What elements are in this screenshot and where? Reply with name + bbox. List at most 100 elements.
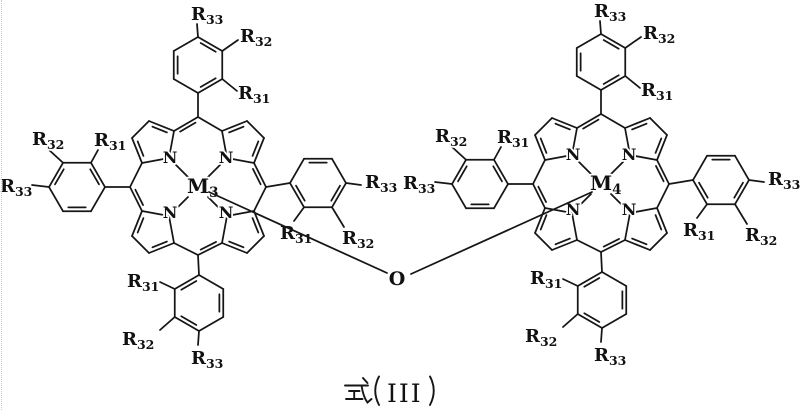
bond-line bbox=[173, 116, 199, 132]
bond-line bbox=[734, 179, 750, 206]
bond-line bbox=[129, 186, 143, 212]
bond-line bbox=[168, 215, 175, 244]
bond-line bbox=[692, 179, 708, 206]
bond-line bbox=[207, 196, 221, 210]
bond-line bbox=[544, 207, 573, 214]
bond-line bbox=[197, 116, 223, 132]
bond-line bbox=[668, 179, 694, 185]
bond-line bbox=[551, 117, 578, 129]
bond-line bbox=[131, 210, 143, 237]
bond-line bbox=[554, 122, 571, 131]
bond-line bbox=[656, 183, 670, 209]
bond-line bbox=[226, 210, 255, 217]
bond-line bbox=[179, 121, 197, 133]
bond-line bbox=[136, 217, 145, 234]
bond-line bbox=[624, 75, 641, 89]
bond-line bbox=[582, 118, 600, 130]
substituent-label-r31: R31 bbox=[530, 268, 562, 291]
bond-line bbox=[253, 186, 267, 212]
bond-line bbox=[534, 207, 546, 234]
bond-line bbox=[624, 36, 642, 49]
bond-line bbox=[90, 149, 99, 164]
bond-m3-oxygen bbox=[208, 191, 388, 274]
bond-line bbox=[601, 313, 628, 329]
bond-line bbox=[265, 182, 291, 188]
bond-line bbox=[175, 164, 189, 178]
substituent-label-r31: R31 bbox=[94, 130, 126, 153]
bond-line bbox=[253, 162, 267, 188]
bond-line bbox=[534, 134, 546, 161]
bond-line bbox=[734, 203, 748, 225]
formula-caption: III bbox=[344, 375, 435, 410]
bond-line bbox=[576, 239, 602, 253]
substituent-label-r31: R31 bbox=[497, 127, 529, 150]
bond-line bbox=[129, 162, 143, 188]
bond-line bbox=[534, 117, 553, 136]
bond-line bbox=[253, 210, 265, 237]
bond-line bbox=[631, 237, 648, 246]
bond-line bbox=[602, 74, 620, 85]
bond-line bbox=[656, 134, 668, 161]
substituent-label-r33: R33 bbox=[0, 176, 32, 199]
bond-line bbox=[345, 182, 362, 186]
bond-line bbox=[221, 39, 239, 52]
bond-line bbox=[544, 154, 573, 161]
bond-line bbox=[434, 181, 453, 185]
caption-close-paren-glyph bbox=[429, 375, 435, 406]
bond-line bbox=[173, 242, 199, 256]
substituent-label-r32: R32 bbox=[32, 129, 64, 152]
bond-line bbox=[207, 164, 221, 178]
bond-line bbox=[197, 254, 200, 276]
bond-line bbox=[532, 159, 546, 185]
bond-line bbox=[54, 168, 65, 186]
bond-line bbox=[168, 130, 175, 159]
nitrogen-label: N bbox=[566, 145, 581, 164]
bond-line bbox=[654, 137, 663, 154]
bond-line bbox=[539, 214, 548, 231]
bond-line bbox=[197, 36, 224, 52]
bond-line bbox=[90, 161, 106, 188]
bond-line bbox=[131, 137, 143, 164]
bond-line bbox=[151, 125, 168, 134]
bond-line bbox=[199, 42, 217, 53]
bond-line bbox=[578, 193, 592, 207]
bond-line bbox=[692, 154, 708, 181]
bond-line bbox=[600, 239, 626, 253]
bond-line bbox=[136, 140, 145, 157]
bond-line bbox=[562, 313, 579, 328]
bond-line bbox=[748, 179, 765, 183]
bond-line bbox=[534, 232, 553, 251]
bond-line bbox=[228, 125, 245, 134]
bond-line bbox=[451, 183, 467, 210]
substituent-label-r32: R32 bbox=[240, 26, 272, 49]
bond-line bbox=[602, 39, 620, 50]
bond-line bbox=[600, 75, 627, 91]
caption-numeral: III bbox=[387, 379, 423, 408]
bond-line bbox=[450, 145, 467, 161]
metal-label-m4: M4 bbox=[590, 171, 622, 198]
bond-line bbox=[331, 157, 347, 184]
bond-line bbox=[576, 113, 602, 129]
bond-line bbox=[583, 277, 601, 288]
bond-line bbox=[330, 184, 341, 202]
bond-line bbox=[600, 33, 627, 49]
bond-line bbox=[629, 154, 658, 161]
nitrogen-label: N bbox=[163, 203, 178, 222]
bond-line bbox=[551, 239, 578, 251]
metal-label-m3: M3 bbox=[187, 174, 219, 201]
bond-line bbox=[493, 146, 502, 161]
bond-line bbox=[602, 238, 620, 248]
substituent-label-r33: R33 bbox=[768, 169, 800, 192]
bond-line bbox=[610, 161, 624, 175]
substituent-label-r32: R32 bbox=[745, 225, 777, 248]
substituent-label-r32: R32 bbox=[122, 329, 154, 352]
bond-line bbox=[537, 185, 547, 203]
bond-line bbox=[141, 210, 170, 217]
bond-line bbox=[251, 140, 260, 157]
bond-line bbox=[221, 242, 248, 254]
bond-line bbox=[172, 78, 199, 94]
bond-line bbox=[649, 117, 668, 136]
bond-line bbox=[31, 184, 50, 188]
